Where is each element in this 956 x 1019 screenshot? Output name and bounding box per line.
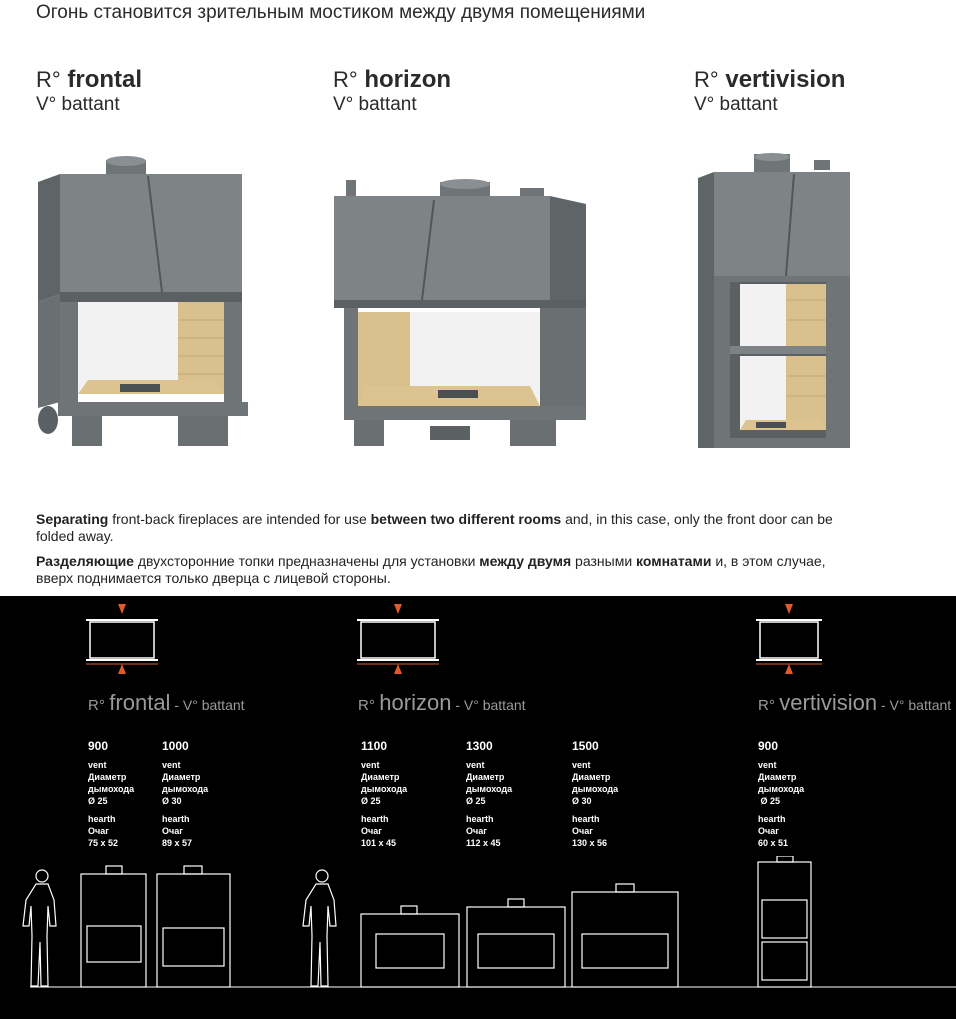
top-view-diagram-frontal bbox=[86, 604, 158, 674]
top-view-diagram-horizon bbox=[357, 604, 439, 674]
product-subtitle: V° battant bbox=[333, 94, 417, 115]
model-title-horizon: R° horizon - V° battant bbox=[358, 690, 526, 715]
product-subtitle: V° battant bbox=[36, 94, 120, 115]
model-title-vertivision: R° vertivision - V° battant bbox=[758, 690, 952, 715]
front-elevation-drawings bbox=[22, 856, 956, 988]
product-title-horizon: R° horizon V° battant bbox=[333, 66, 452, 115]
fireplace-photo-vertivision bbox=[698, 153, 850, 448]
spec-column: 900 vent Диаметр дымохода Ø 25 hearth Оч… bbox=[88, 739, 135, 848]
spec-column: 1100 vent Диаметр дымохода Ø 25 hearth О… bbox=[361, 739, 408, 848]
top-view-diagram-vertivision bbox=[756, 604, 822, 674]
human-silhouette-icon bbox=[302, 869, 337, 987]
product-title-vertivision: R° vertivision V° battant bbox=[694, 66, 846, 115]
spec-column: 1000 vent Диаметр дымохода Ø 30 hearth О… bbox=[162, 739, 209, 848]
page-headline: Огонь становится зрительным мостиком меж… bbox=[36, 2, 646, 23]
model-title-frontal: R° frontal - V° battant bbox=[88, 690, 245, 715]
product-title-frontal: R° frontal V° battant bbox=[36, 66, 143, 115]
spec-column: 1500 vent Диаметр дымохода Ø 30 hearth О… bbox=[572, 739, 619, 848]
spec-column: 900 vent Диаметр дымохода Ø 25 hearth Оч… bbox=[758, 739, 805, 848]
spec-column: 1300 vent Диаметр дымохода Ø 25 hearth О… bbox=[466, 739, 513, 848]
description-english: Separating front-back fireplaces are int… bbox=[36, 511, 833, 544]
human-silhouette-icon bbox=[22, 869, 57, 987]
product-subtitle: V° battant bbox=[694, 94, 778, 115]
fireplace-photo-frontal bbox=[38, 156, 248, 446]
description-russian: Разделяющие двухсторонние топки предназн… bbox=[36, 553, 826, 586]
fireplace-photo-horizon bbox=[334, 179, 586, 446]
